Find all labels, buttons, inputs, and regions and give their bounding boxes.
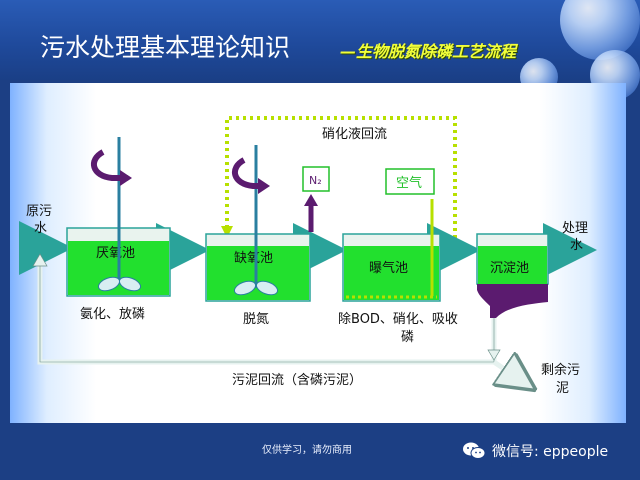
sedimentation-tank-label: 沉淀池	[490, 261, 529, 276]
nitrate-recycle-line	[225, 116, 457, 245]
mixer-blade	[255, 280, 279, 296]
sludge-down-arrowhead	[487, 349, 501, 361]
n2-label: N₂	[309, 174, 322, 187]
n2-box	[302, 166, 330, 192]
excess-sludge-label: 剩余污	[541, 362, 580, 378]
anoxic-caption: 脱氮	[243, 312, 269, 327]
inflow-label: 水	[34, 221, 47, 236]
sludge-return-line-edge	[39, 262, 495, 363]
air-box	[385, 168, 435, 195]
outflow-label: 水	[570, 238, 583, 253]
aeration-caption: 磷	[401, 330, 414, 345]
nitrate-recycle-arrowhead	[221, 226, 233, 238]
outflow-label: 处理	[562, 221, 588, 236]
rotation-arrow-icon	[90, 149, 124, 181]
sludge-return-label: 污泥回流（含磷污泥）	[232, 372, 362, 388]
sedimentation-tank-water	[478, 246, 547, 284]
anaerobic-tank-label: 厌氧池	[96, 246, 135, 261]
sludge-return-arrowhead	[32, 253, 48, 267]
n2-release-arrowhead	[304, 194, 318, 206]
page-subtitle: —生物脱氮除磷工艺流程	[340, 42, 517, 61]
sludge-hopper	[477, 284, 548, 318]
rotation-arrow-icon	[120, 170, 132, 186]
mixer-blade	[233, 280, 257, 296]
inflow-label: 原污	[26, 204, 52, 219]
rotation-arrow-icon	[231, 157, 262, 189]
recycle-label: 硝化液回流	[322, 127, 387, 142]
excess-sludge-line	[494, 362, 528, 385]
anaerobic-caption: 氨化、放磷	[80, 307, 145, 322]
aeration-tank-water	[344, 246, 439, 300]
aeration-caption: 除BOD、硝化、吸收	[338, 312, 458, 327]
wechat-id: 微信号: eppeople	[492, 444, 609, 460]
excess-sludge-label: 泥	[556, 381, 569, 396]
air-label: 空气	[396, 175, 422, 191]
wechat-icon	[463, 442, 486, 459]
aeration-tank-label: 曝气池	[369, 260, 408, 276]
footer-note: 仅供学习，请勿商用	[262, 445, 352, 456]
mixer-blade	[118, 276, 142, 292]
rotation-arrow-icon	[258, 178, 270, 194]
anoxic-tank-water	[207, 246, 309, 300]
page-title: 污水处理基本理论知识	[40, 33, 291, 62]
wechat-watermark: 微信号: eppeople	[462, 440, 608, 462]
anoxic-tank-label: 缺氧池	[234, 251, 273, 266]
